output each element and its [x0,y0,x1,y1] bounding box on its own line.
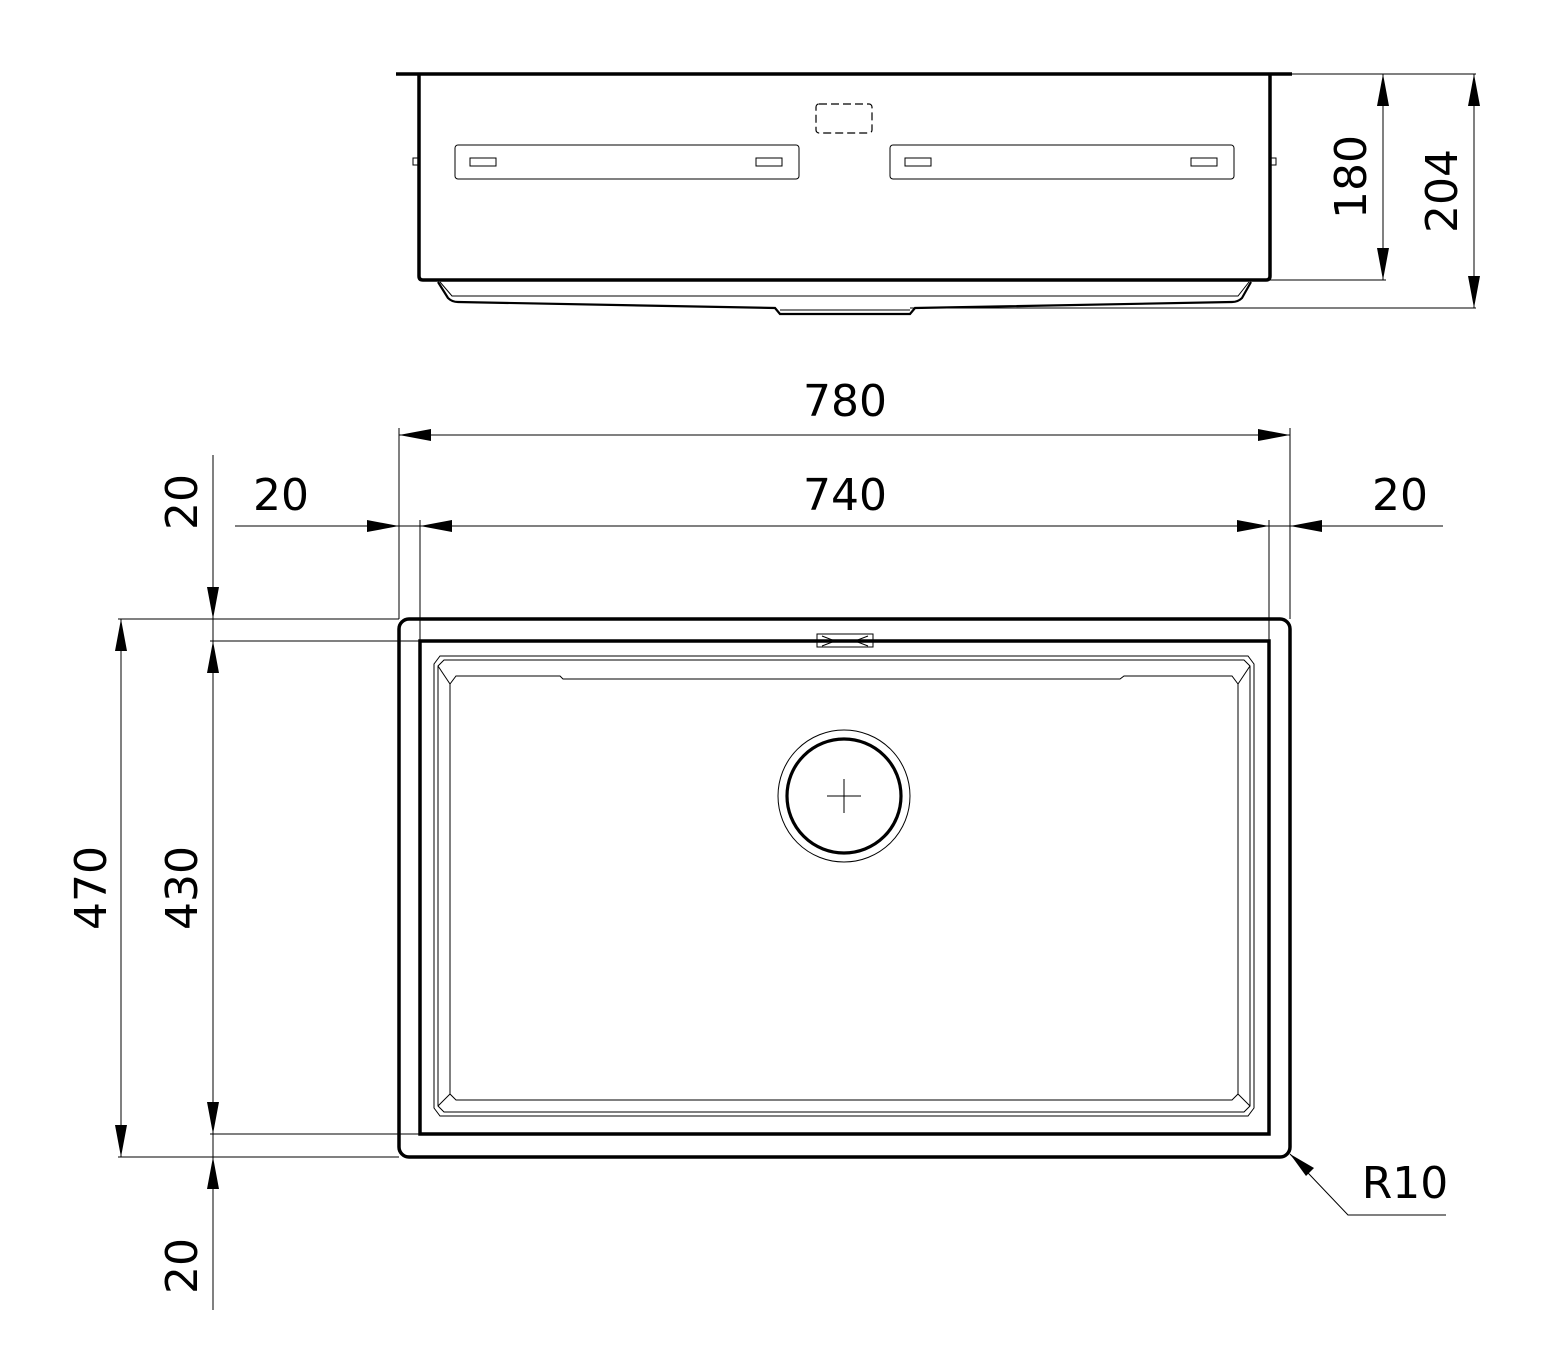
bowl-edge [418,639,1271,1136]
side-tab-right [1269,157,1277,166]
overflow-hidden [815,103,873,134]
dim-total-height: 204 [1417,149,1468,233]
mount-bracket-right [889,144,1235,180]
drain-outer [777,729,911,863]
dim-overall-width: 780 [803,376,887,427]
mount-bracket-left [454,144,800,180]
dim-bottom-flange: 20 [157,1238,208,1294]
radius-leader [1289,1153,1446,1216]
side-view: 180 204 [396,72,1480,316]
dim-right-flange: 20 [1372,470,1428,521]
bowl-outline [417,74,1272,282]
dim-left-flange: 20 [253,470,309,521]
dim-top-flange: 20 [157,474,208,530]
outer-flange [397,617,1292,1159]
dim-corner-radius: R10 [1362,1158,1449,1209]
drain-inner [785,737,903,855]
bowl-bottom [437,281,1252,316]
dim-bowl-depth: 180 [1326,135,1377,219]
dim-inner-width: 740 [803,470,887,521]
top-view: 780 740 20 20 470 430 20 20 R10 [66,376,1448,1310]
side-tab-left [412,157,420,166]
overflow-slot [816,633,874,648]
dim-overall-depth: 470 [66,846,117,930]
dim-inner-depth: 430 [157,846,208,930]
